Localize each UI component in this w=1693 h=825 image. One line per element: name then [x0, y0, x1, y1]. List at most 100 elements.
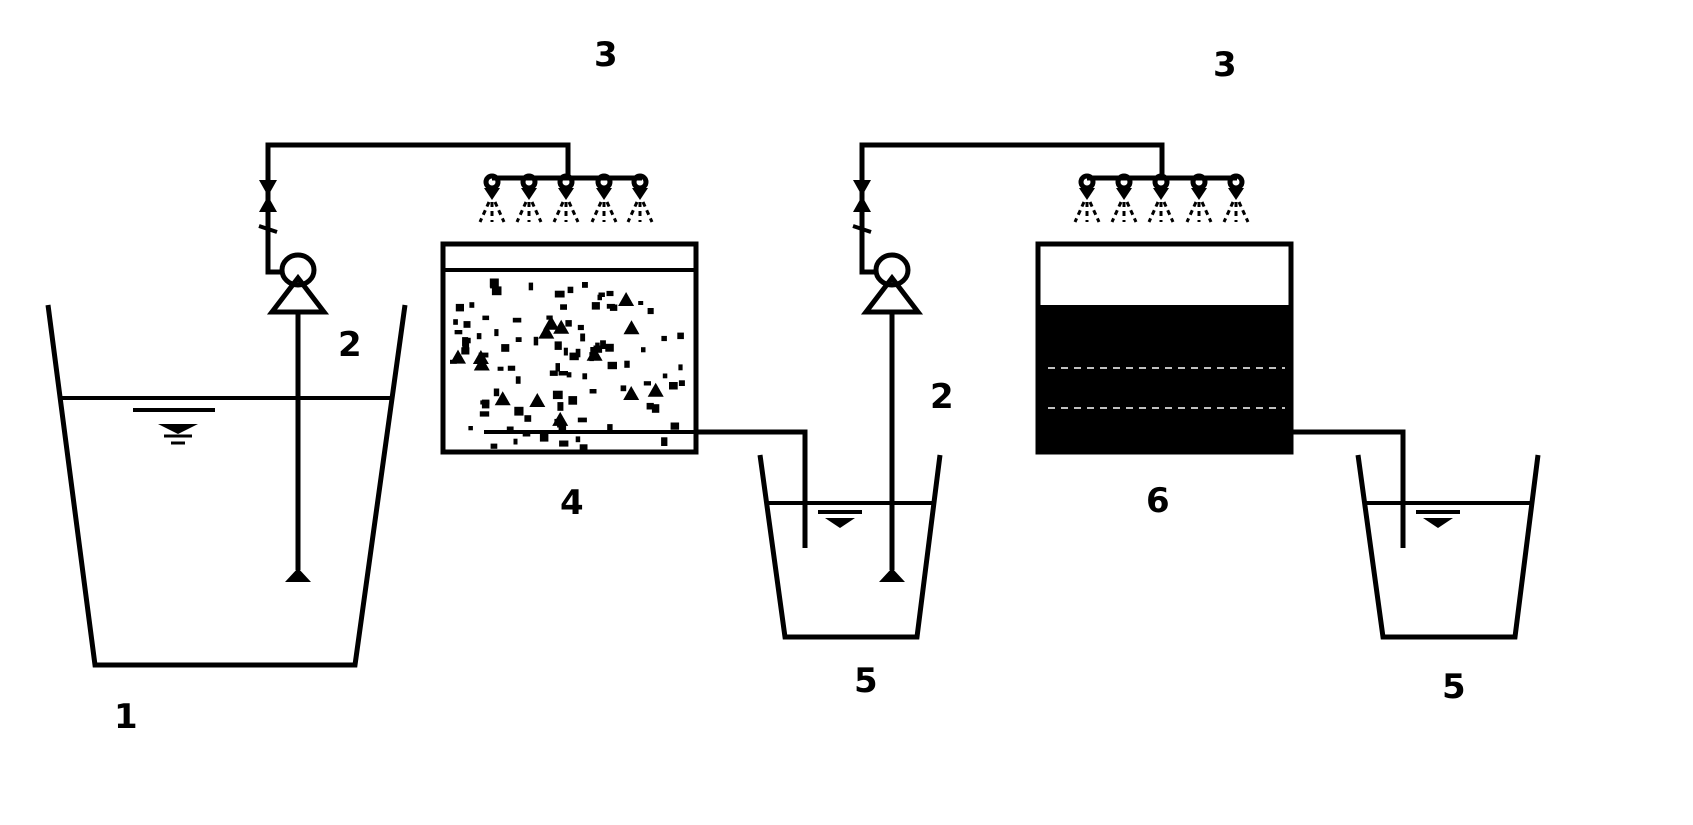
packing-particle	[552, 390, 563, 400]
packing-particle	[646, 402, 654, 410]
packing-particle	[558, 424, 567, 431]
packing-particle	[554, 290, 565, 298]
left-delivery-pipe	[265, 142, 571, 275]
packing-particle	[595, 342, 600, 348]
packing-particle	[670, 422, 680, 430]
packing-particle	[580, 333, 586, 342]
packing-particle	[662, 373, 668, 379]
packing-particle	[589, 389, 597, 394]
pump-icon	[860, 252, 924, 315]
packing-particle	[506, 426, 514, 432]
valve-icon	[258, 180, 278, 234]
packing-particle	[482, 315, 490, 321]
packing-chunk	[586, 346, 603, 361]
spray-nozzle-icon	[1112, 176, 1136, 222]
packing-particle	[515, 376, 521, 384]
spray-nozzle-icon	[1224, 176, 1248, 222]
packing-chunk	[494, 391, 511, 406]
label-sprinkler-left: 3	[594, 35, 618, 75]
packing-chunk	[553, 319, 570, 334]
packing-particle	[661, 437, 668, 446]
packing-particle	[524, 415, 532, 422]
packing-particle	[606, 303, 615, 309]
spray-nozzle-icon	[1149, 176, 1173, 222]
packing-particle	[463, 321, 471, 328]
packing-particle	[569, 352, 579, 361]
packing-particle	[501, 344, 510, 352]
dark-bed-reactor	[1035, 241, 1294, 455]
packing-particle	[669, 382, 678, 390]
packing-particle	[661, 335, 667, 342]
water-level-icon	[133, 408, 215, 445]
reactor6-outlet-pipe	[1291, 429, 1406, 548]
packing-particle	[469, 302, 475, 308]
spray-nozzle-icon	[517, 176, 541, 222]
packing-chunk	[552, 411, 569, 426]
water-level-icon	[1416, 510, 1460, 528]
packing-particle	[479, 411, 490, 417]
packing-particle	[593, 345, 603, 353]
spray-nozzle-icon	[554, 176, 578, 222]
packing-particle	[546, 315, 553, 320]
pump-icon	[266, 252, 330, 315]
label-pump-right: 2	[930, 377, 954, 417]
reactor4-outlet-pipe	[696, 429, 808, 548]
packing-particle	[455, 303, 464, 312]
packing-particle	[606, 290, 614, 297]
packing-particle	[507, 365, 516, 371]
packing-particle	[491, 286, 502, 296]
packing-particle	[481, 399, 490, 409]
packing-particle	[528, 282, 534, 291]
packing-particle	[514, 406, 524, 416]
left-spray-manifold	[480, 176, 652, 222]
packing-particle	[559, 440, 569, 447]
spray-nozzle-icon	[480, 176, 504, 222]
packing-particle	[489, 278, 499, 288]
packed-bed-reactor	[440, 241, 699, 455]
intake-foot-icon	[879, 568, 905, 582]
packing-particle	[591, 302, 600, 310]
right-delivery-pipe	[859, 142, 1165, 275]
packing-particle	[557, 402, 564, 411]
packing-particle	[597, 294, 602, 301]
right-spray-manifold	[1075, 176, 1248, 222]
packing-particle	[575, 436, 581, 443]
spray-nozzle-icon	[628, 176, 652, 222]
packing-particle	[476, 333, 482, 340]
packing-chunk	[623, 386, 640, 400]
packing-chunk	[529, 393, 546, 407]
packing-particle	[513, 438, 518, 445]
packing-particle	[678, 364, 683, 371]
packing-particle	[620, 385, 627, 392]
packing-chunk	[623, 320, 640, 335]
packing-particle	[607, 361, 617, 370]
packing-particle	[494, 329, 499, 337]
packing-chunk	[618, 292, 635, 306]
feed-tank	[45, 304, 408, 668]
spray-nozzle-icon	[1075, 176, 1099, 222]
packing-particle	[641, 347, 646, 353]
valve-icon	[852, 180, 872, 234]
packing-particle	[533, 336, 539, 346]
packing-chunk	[647, 382, 664, 397]
packing-chunk	[538, 324, 555, 339]
packing-particle	[567, 286, 574, 294]
intake-foot-icon	[285, 568, 311, 582]
packing-particle	[490, 443, 498, 449]
collector-tank-middle	[757, 454, 943, 640]
label-collector-middle: 5	[854, 661, 878, 701]
packing-particle	[462, 337, 469, 346]
packing-particle	[582, 373, 588, 380]
packing-chunk	[450, 349, 466, 364]
packing-particle	[555, 363, 560, 372]
packing-particle	[566, 372, 572, 378]
packing-particle	[554, 341, 562, 350]
packing-particle	[577, 324, 584, 331]
label-collector-right: 5	[1442, 667, 1466, 707]
packing-particle	[468, 426, 473, 431]
packing-particle	[605, 343, 614, 352]
water-level-icon	[818, 510, 862, 528]
packing-particle	[600, 340, 606, 349]
packing-particle	[647, 308, 654, 315]
packing-particle	[539, 433, 549, 442]
